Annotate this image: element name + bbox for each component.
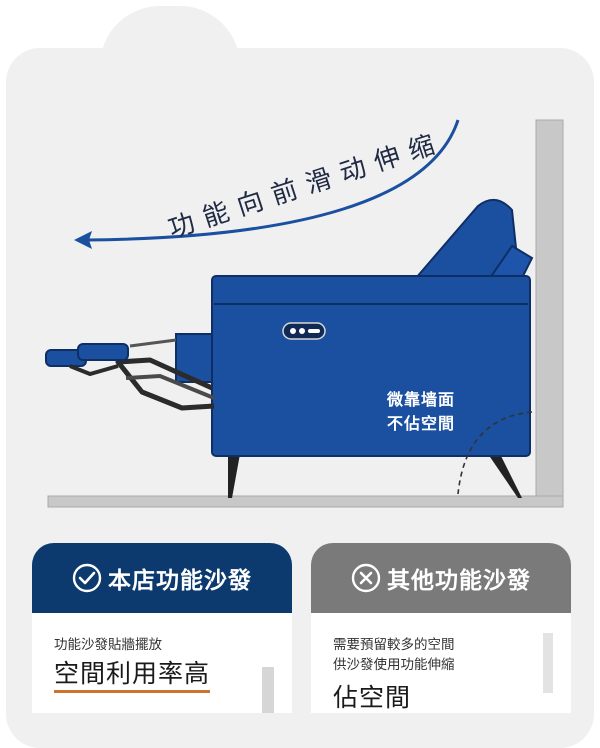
card-our-sofa-highlight: 空間利用率高 <box>54 659 211 693</box>
wall-note: 微靠墙面 不佔空間 <box>376 388 466 436</box>
floor <box>47 495 564 508</box>
control-dash <box>308 329 320 333</box>
sofa-backrest <box>413 199 518 279</box>
card-our-sofa: 本店功能沙發 功能沙發貼牆擺放 空間利用率高 <box>32 543 292 713</box>
wall <box>535 119 564 498</box>
card-our-sofa-title: 本店功能沙發 <box>108 568 252 594</box>
foot-bracket <box>69 364 119 377</box>
card-other-sofa-desc-2: 供沙發使用功能伸縮 <box>333 657 455 673</box>
card-our-sofa-header: 本店功能沙發 <box>32 543 292 613</box>
arrow-label: 功能向前滑动伸缩 <box>165 127 448 245</box>
check-circle-icon <box>72 563 102 593</box>
sofa-leg-back <box>488 454 522 498</box>
card-our-sofa-scroll-hint <box>262 667 274 713</box>
card-other-sofa-title: 其他功能沙發 <box>387 568 531 594</box>
mechanism-rod <box>129 338 177 348</box>
control-dot-1 <box>290 328 296 334</box>
sofa-leg-front <box>228 454 240 498</box>
card-our-sofa-body: 功能沙發貼牆擺放 空間利用率高 <box>32 613 292 693</box>
x-circle-icon <box>351 563 381 593</box>
control-dot-2 <box>299 328 305 334</box>
card-other-sofa-scroll-hint <box>543 633 553 693</box>
wall-note-line-2: 不佔空間 <box>386 414 455 433</box>
slide-arrow-head <box>74 231 92 249</box>
clearance-arc <box>457 411 533 495</box>
card-other-sofa-highlight: 佔空間 <box>333 683 412 712</box>
card-other-sofa-header: 其他功能沙發 <box>311 543 571 613</box>
card-other-sofa: 其他功能沙發 需要預留較多的空間 供沙發使用功能伸縮 佔空間 <box>311 543 571 713</box>
foot-pad-2 <box>77 343 129 361</box>
mechanism-arm-2 <box>125 373 215 400</box>
sofa-illustration: 功能向前滑动伸缩 <box>45 119 564 508</box>
card-other-sofa-desc-1: 需要預留較多的空間 <box>333 637 455 653</box>
card-other-sofa-body: 需要預留較多的空間 供沙發使用功能伸縮 佔空間 <box>311 613 571 713</box>
slide-arrow-curve <box>85 119 460 242</box>
card-our-sofa-desc: 功能沙發貼牆擺放 <box>54 637 162 653</box>
wall-note-line-1: 微靠墙面 <box>386 390 455 409</box>
